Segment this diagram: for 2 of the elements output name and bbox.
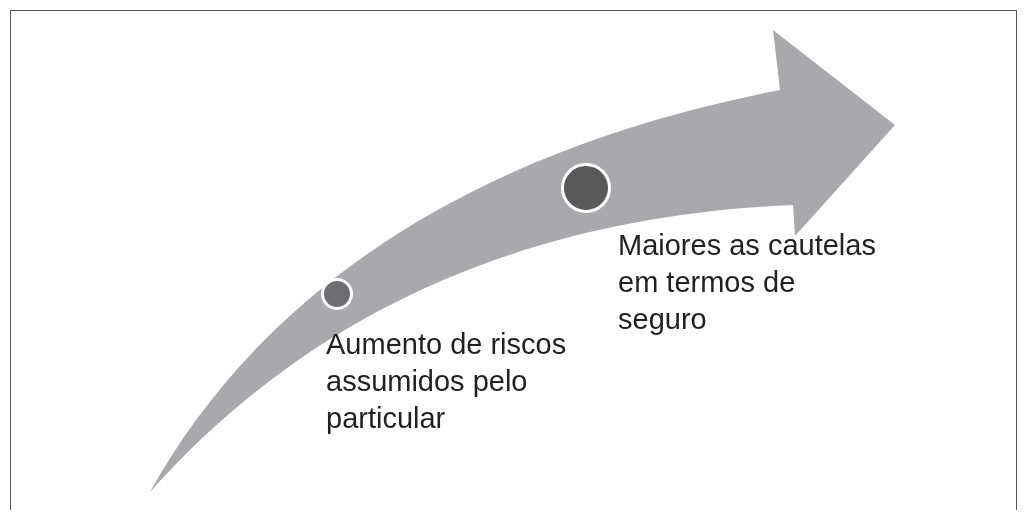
description-text: Aumento de riscos assumidos pelo particular <box>326 327 568 436</box>
description-text: Maiores as cautelas em termos de seguro <box>618 228 877 337</box>
